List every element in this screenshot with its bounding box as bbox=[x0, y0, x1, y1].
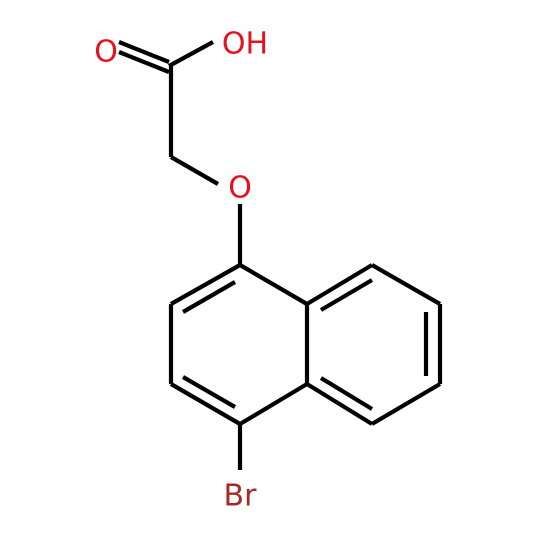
hydroxyl-label: OH bbox=[222, 27, 268, 62]
bond-c4-c4a bbox=[238, 382, 309, 426]
bond-ch2-o bbox=[169, 155, 220, 186]
bond-c1-c2-inner bbox=[181, 280, 237, 314]
bond-c5-c4a bbox=[305, 382, 374, 426]
atom-labels: O OH O Br bbox=[94, 27, 268, 514]
bond-c-o-double-2 bbox=[118, 50, 170, 74]
bond-c8-c7 bbox=[370, 263, 442, 306]
bond-c8a-c8-inner bbox=[319, 278, 374, 312]
bond-c5-c4a-inner bbox=[319, 376, 374, 411]
bonds bbox=[118, 40, 443, 470]
carbonyl-oxygen-label: O bbox=[94, 35, 118, 70]
bond-c8a-c1 bbox=[238, 263, 309, 306]
bond-c3-c4 bbox=[169, 382, 242, 426]
ether-oxygen-label: O bbox=[228, 171, 252, 206]
bond-c-oh bbox=[167, 40, 215, 68]
bond-c1-c2 bbox=[169, 263, 242, 306]
bromine-label: Br bbox=[224, 479, 258, 514]
bond-c8a-c8 bbox=[305, 263, 374, 306]
bond-c3-c4-inner bbox=[181, 375, 237, 409]
bond-c6-c5 bbox=[370, 382, 442, 426]
bond-c-o-double-1 bbox=[118, 40, 170, 64]
